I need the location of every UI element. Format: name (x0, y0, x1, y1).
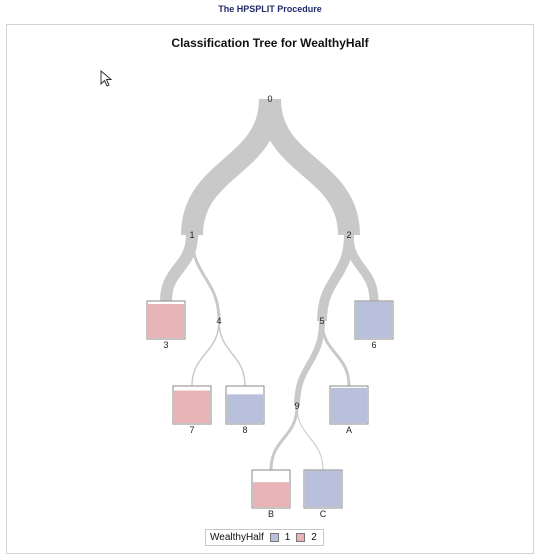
legend-label-1: 1 (284, 532, 291, 543)
branch-5-A (320, 320, 351, 387)
node-label-6: 6 (371, 340, 376, 350)
node-label-7: 7 (189, 425, 194, 435)
leaf-fill-6 (356, 301, 392, 338)
branch-2-5 (317, 234, 354, 322)
procedure-title: The HPSPLIT Procedure (218, 4, 322, 14)
branch-9-C (296, 405, 324, 471)
mouse-cursor-icon (100, 70, 113, 87)
legend-swatch-1 (269, 533, 279, 542)
node-label-3: 3 (163, 340, 168, 350)
leaf-fill-3 (148, 304, 184, 338)
plot-frame: Classification Tree for WealthyHalf 0 1 2 3… (6, 24, 534, 554)
leaf-fill-8 (227, 394, 263, 423)
node-label-0: 0 (267, 94, 272, 104)
branch-4-8 (218, 320, 246, 387)
branch-4-7 (191, 320, 220, 387)
branch-1-3 (160, 234, 198, 302)
legend: WealthyHalf 1 2 (205, 529, 324, 546)
branch-0-2 (259, 98, 360, 236)
node-label-2: 2 (346, 230, 351, 240)
legend-label-2: 2 (311, 532, 317, 543)
branch-1-4 (190, 234, 221, 322)
plot-title: Classification Tree for WealthyHalf (171, 36, 369, 50)
legend-swatch-2 (296, 533, 306, 542)
branch-5-9 (294, 320, 325, 407)
tree-leaves (146, 300, 394, 509)
node-label-C: C (320, 509, 327, 519)
legend-title: WealthyHalf (210, 532, 264, 543)
leaf-fill-A (331, 387, 367, 423)
tree-branches (160, 98, 379, 471)
classification-tree: 0 1 2 3 4 5 6 7 8 9A B C (146, 94, 394, 519)
node-label-5: 5 (319, 316, 324, 326)
leaf-fill-C (305, 470, 341, 507)
node-label-B: B (268, 509, 274, 519)
branch-0-1 (181, 98, 281, 236)
leaf-fill-7 (174, 390, 210, 423)
node-label-8: 8 (242, 425, 247, 435)
branch-2-6 (344, 234, 379, 302)
branch-9-B (269, 405, 299, 471)
tree-node-labels: 0 1 2 3 4 5 6 7 8 9A B C (163, 94, 376, 519)
node-label-1: 1 (189, 230, 194, 240)
node-label-A: A (346, 425, 352, 435)
node-label-4: 4 (216, 316, 221, 326)
leaf-fill-B (253, 482, 289, 507)
node-label-9: 9 (294, 401, 299, 411)
